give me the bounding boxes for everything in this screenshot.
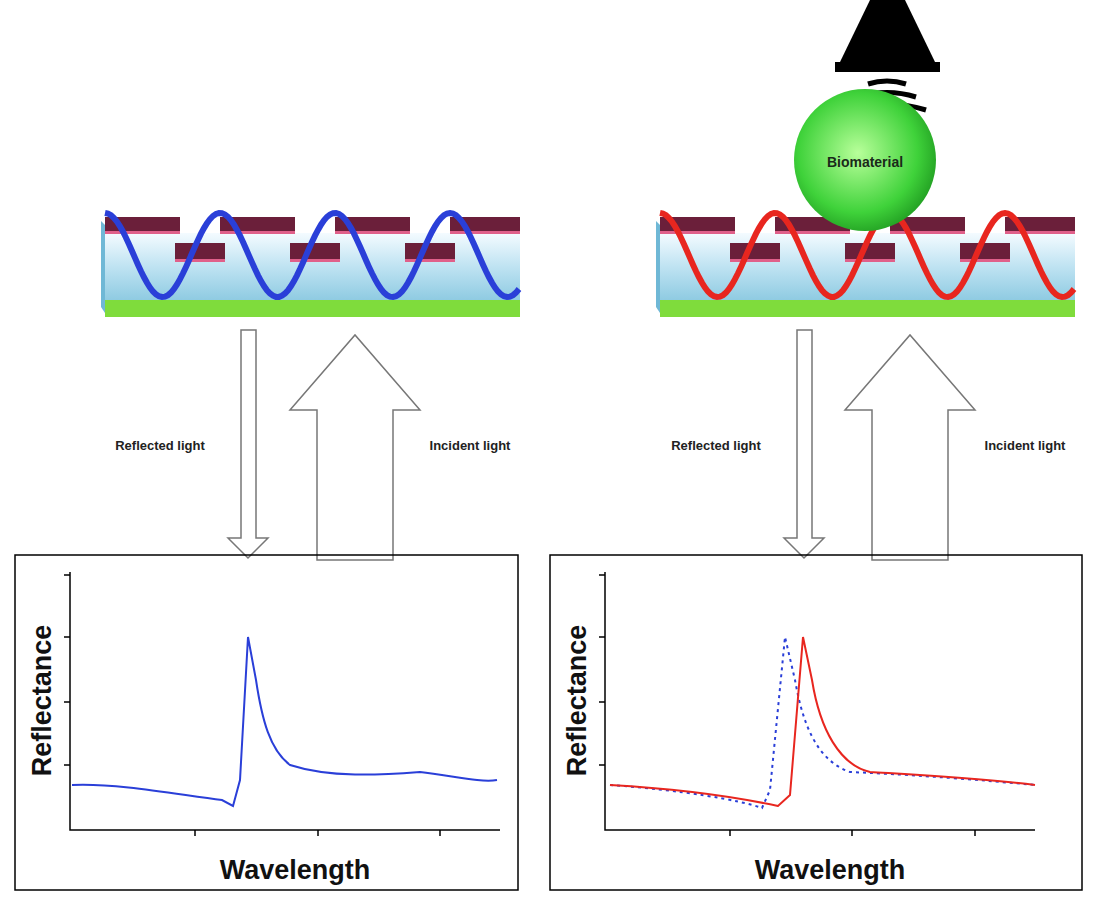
graph-frame xyxy=(15,555,518,890)
graph-frame xyxy=(550,555,1082,890)
speaker-symbol xyxy=(840,0,935,62)
speaker-symbol xyxy=(835,62,940,72)
reflectance-curve xyxy=(610,637,1035,808)
axis-label: Wavelength xyxy=(220,855,371,886)
axis-label: Wavelength xyxy=(755,855,906,886)
arrow-label: Incident light xyxy=(985,438,1066,453)
light-wave xyxy=(105,213,519,297)
sensor-chip xyxy=(656,217,1075,317)
reflectance-curve xyxy=(610,637,1035,806)
node-label: Biomaterial xyxy=(827,154,903,170)
graph-axes xyxy=(64,572,1035,836)
axis-label: Reflectance xyxy=(28,624,59,776)
reflectance-curve xyxy=(72,637,497,806)
arrow-label: Reflected light xyxy=(115,438,205,453)
biomaterial-sphere: Biomaterial xyxy=(793,88,937,232)
light-arrow xyxy=(228,330,975,560)
arrow-label: Reflected light xyxy=(671,438,761,453)
arrow-label: Incident light xyxy=(430,438,511,453)
sensor-chip xyxy=(101,217,520,317)
axis-label: Reflectance xyxy=(562,624,593,776)
